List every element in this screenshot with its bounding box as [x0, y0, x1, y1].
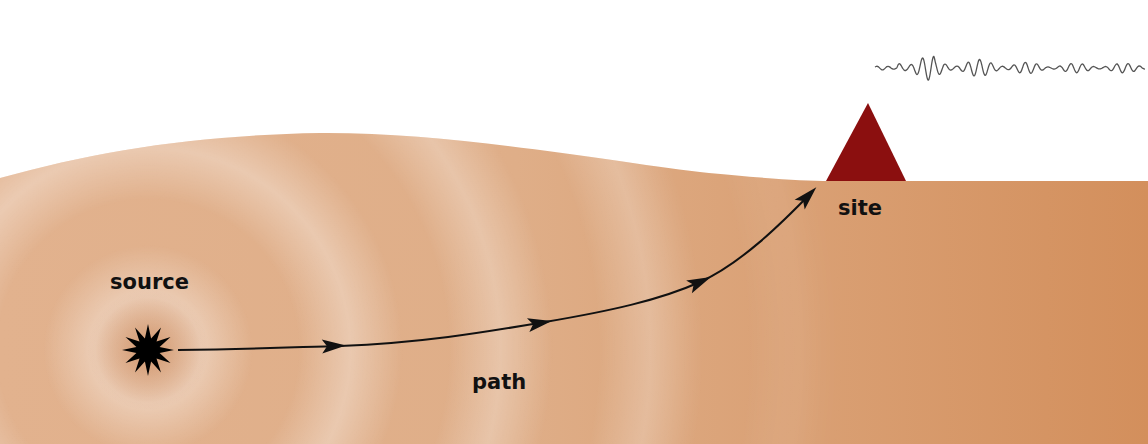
site-label: site: [838, 196, 882, 221]
ray-path: [178, 192, 812, 350]
site-station-triangle: [826, 103, 906, 181]
source-label: source: [110, 270, 189, 295]
path-arrowhead: [795, 183, 822, 210]
seismogram-trace: [875, 56, 1145, 80]
path-arrowhead: [686, 271, 714, 294]
path-arrowhead: [322, 339, 346, 354]
path-label: path: [472, 370, 526, 395]
source-star: [122, 324, 174, 376]
path-arrowhead: [527, 314, 553, 332]
